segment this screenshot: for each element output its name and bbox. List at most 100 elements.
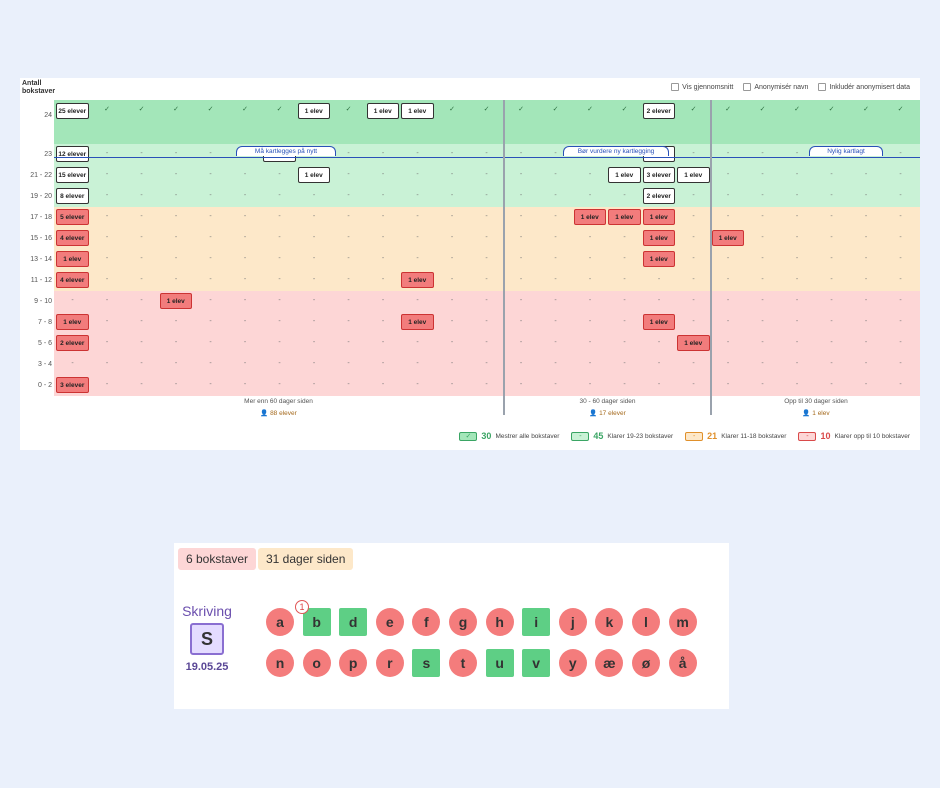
letter-o[interactable]: o bbox=[302, 649, 331, 677]
student-count-pill[interactable]: 1 elev bbox=[297, 167, 330, 183]
student-count-pill[interactable]: 5 elever bbox=[56, 209, 89, 225]
student-count-pill[interactable]: 1 elev bbox=[642, 230, 675, 246]
student-count-pill[interactable]: 1 elev bbox=[401, 103, 434, 119]
empty-cell: - bbox=[899, 171, 902, 178]
letter-y[interactable]: y bbox=[558, 649, 587, 677]
empty-cell: - bbox=[174, 276, 178, 283]
brace-line bbox=[54, 157, 503, 158]
empty-cell: - bbox=[209, 171, 212, 178]
check-icon: ✓ bbox=[897, 106, 904, 113]
empty-cell: - bbox=[554, 381, 557, 388]
checkbox-icon[interactable] bbox=[818, 83, 827, 91]
letter-n[interactable]: n bbox=[266, 649, 294, 677]
student-count-pill[interactable]: 15 elever bbox=[56, 167, 89, 183]
student-count-pill[interactable]: 4 elever bbox=[56, 230, 89, 246]
letter-h[interactable]: h bbox=[485, 608, 514, 636]
letter-r[interactable]: r bbox=[375, 649, 404, 677]
student-count-pill[interactable]: 3 elever bbox=[56, 377, 89, 393]
option-vis-gjennomsnitt[interactable]: Vis gjennomsnitt bbox=[671, 83, 733, 91]
student-count-pill[interactable]: 4 elever bbox=[56, 272, 89, 288]
checkbox-icon[interactable] bbox=[671, 83, 680, 91]
student-count-pill[interactable]: 1 elev bbox=[711, 230, 744, 246]
student-count-pill[interactable]: 1 elev bbox=[642, 209, 675, 225]
empty-cell: - bbox=[761, 234, 764, 241]
letter-b[interactable]: b bbox=[302, 608, 331, 636]
empty-cell: - bbox=[174, 318, 178, 325]
letter-g[interactable]: g bbox=[449, 608, 477, 636]
student-count-pill[interactable]: 2 elever bbox=[642, 103, 675, 119]
letter-k[interactable]: k bbox=[595, 608, 624, 636]
student-count-pill[interactable]: 1 elev bbox=[297, 103, 330, 119]
option-inkluder-anonymisert[interactable]: Inkludér anonymisert data bbox=[818, 83, 910, 91]
letter-a[interactable]: a bbox=[266, 608, 294, 636]
empty-cell: - bbox=[312, 297, 316, 304]
empty-cell: - bbox=[140, 276, 143, 283]
student-count-pill[interactable]: 1 elev bbox=[642, 251, 675, 267]
student-count-pill[interactable]: 1 elev bbox=[677, 335, 710, 351]
grid-row: 3 - 4------------------------- bbox=[20, 354, 920, 375]
empty-cell: - bbox=[588, 297, 592, 304]
letter-i[interactable]: i bbox=[522, 608, 551, 636]
student-count-pill[interactable]: 1 elev bbox=[56, 251, 89, 267]
legend-count: 45 bbox=[593, 431, 604, 441]
student-count-pill[interactable]: 12 elever bbox=[56, 146, 89, 162]
empty-cell: - bbox=[105, 171, 109, 178]
empty-cell: - bbox=[519, 276, 523, 283]
empty-cell: - bbox=[761, 171, 764, 178]
row-band bbox=[54, 100, 920, 144]
letter-å[interactable]: å bbox=[668, 649, 697, 677]
row-label: 5 - 6 bbox=[37, 340, 52, 347]
letter-v[interactable]: v bbox=[522, 649, 551, 677]
skriving-letter-box[interactable]: S bbox=[190, 623, 224, 655]
empty-cell: - bbox=[485, 318, 488, 325]
row-label: 19 - 20 bbox=[30, 193, 52, 200]
letter-j[interactable]: j bbox=[558, 608, 587, 636]
empty-cell: - bbox=[174, 171, 178, 178]
student-count-pill[interactable]: 2 elever bbox=[56, 335, 89, 351]
empty-cell: - bbox=[554, 339, 557, 346]
letter-l[interactable]: l bbox=[632, 608, 660, 636]
letter-f[interactable]: f bbox=[412, 608, 441, 636]
student-count-pill[interactable]: 1 elev bbox=[366, 103, 399, 119]
student-count-pill[interactable]: 1 elev bbox=[56, 314, 89, 330]
legend-label: Klarer 11-18 bokstaver bbox=[721, 432, 787, 440]
legend-count: 21 bbox=[707, 431, 718, 441]
letter-s[interactable]: s bbox=[412, 649, 441, 677]
checkbox-icon[interactable] bbox=[743, 83, 752, 91]
empty-cell: - bbox=[140, 192, 143, 199]
letter-p[interactable]: p bbox=[339, 649, 368, 677]
letter-d[interactable]: d bbox=[339, 608, 368, 636]
student-count-pill[interactable]: 1 elev bbox=[159, 293, 192, 309]
student-count-pill[interactable]: 1 elev bbox=[608, 167, 641, 183]
letter-u[interactable]: u bbox=[485, 649, 514, 677]
check-icon: ✓ bbox=[863, 106, 869, 113]
empty-cell: - bbox=[795, 318, 799, 325]
student-count-pill[interactable]: 2 elever bbox=[642, 188, 675, 204]
legend-swatch: - bbox=[685, 431, 704, 441]
student-count-pill[interactable]: 1 elev bbox=[677, 167, 710, 183]
grid-header: Antall bokstaver Vis gjennomsnitt Anonym… bbox=[20, 78, 920, 98]
option-anonymiser-navn[interactable]: Anonymisér navn bbox=[743, 83, 808, 91]
letter-t[interactable]: t bbox=[449, 649, 477, 677]
student-count-pill[interactable]: 25 elever bbox=[56, 103, 89, 119]
y-axis-title: Antall bokstaver bbox=[22, 80, 56, 95]
student-count-pill[interactable]: 8 elever bbox=[56, 188, 89, 204]
empty-cell: - bbox=[726, 339, 730, 346]
student-count-pill[interactable]: 1 elev bbox=[573, 209, 606, 225]
student-count-pill[interactable]: 1 elev bbox=[642, 314, 675, 330]
student-count-pill[interactable]: 1 elev bbox=[608, 209, 641, 225]
empty-cell: - bbox=[71, 360, 74, 367]
student-count-pill[interactable]: 1 elev bbox=[401, 314, 434, 330]
empty-cell: - bbox=[347, 381, 350, 388]
letter-e[interactable]: e bbox=[375, 608, 404, 636]
letter-m[interactable]: m bbox=[668, 608, 697, 636]
student-count-pill[interactable]: 1 elev bbox=[401, 272, 434, 288]
empty-cell: - bbox=[243, 234, 247, 241]
legend-label: Mestrer alle bokstaver bbox=[495, 432, 560, 440]
letter-æ[interactable]: æ bbox=[595, 649, 624, 677]
letter-ø[interactable]: ø bbox=[632, 649, 660, 677]
empty-cell: - bbox=[830, 234, 833, 241]
student-count-pill[interactable]: 3 elever bbox=[642, 167, 675, 183]
